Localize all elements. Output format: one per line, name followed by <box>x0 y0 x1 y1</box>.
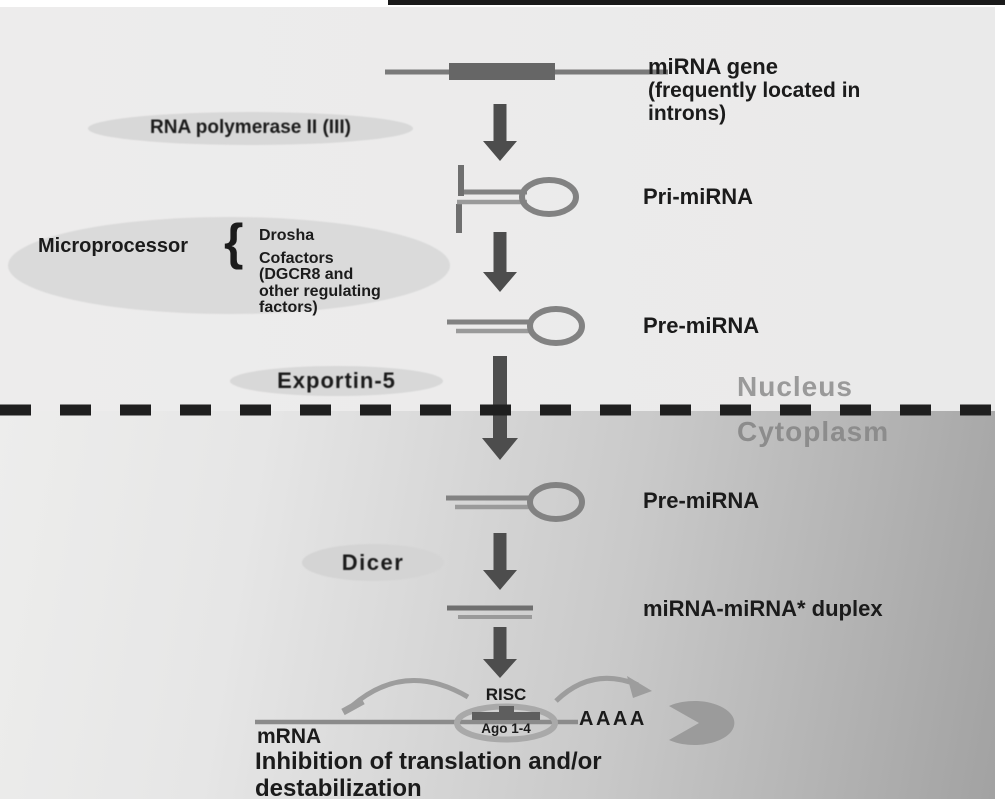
cytoplasm-compartment-background <box>0 411 995 799</box>
rna-polymerase-label: RNA polymerase II (III) <box>150 117 351 139</box>
top-border-bar <box>388 0 1005 5</box>
exportin-ellipse: Exportin-5 <box>230 366 443 396</box>
microprocessor-brace: { <box>224 214 244 270</box>
mirna-duplex-icon <box>447 605 533 619</box>
exonuclease-pacman-icon <box>669 701 735 746</box>
nucleus-compartment-label: Nucleus <box>737 371 853 402</box>
pri-mirna-hairpin-icon <box>456 165 579 233</box>
pre-mirna-cytoplasm-label: Pre-miRNA <box>643 488 760 513</box>
pri-mirna-label: Pri-miRNA <box>643 184 754 209</box>
destabilization-arc-icon <box>554 675 652 703</box>
mirna-gene-glyph-icon <box>385 63 668 80</box>
cofactors-label: Cofactors (DGCR8 and other regulating fa… <box>259 250 381 317</box>
pre-mirna-hairpin-nucleus-icon <box>447 306 585 346</box>
dicer-cleavage-arrow-icon <box>483 533 517 590</box>
outcome-label: Inhibition of translation and/or destabi… <box>255 748 602 803</box>
mirna-duplex-label: miRNA-miRNA* duplex <box>643 596 883 621</box>
drosha-label: Drosha <box>259 227 315 244</box>
risc-label: RISC <box>485 685 527 704</box>
rna-polymerase-ellipse: RNA polymerase II (III) <box>88 112 413 145</box>
microprocessor-label: Microprocessor <box>38 235 189 257</box>
poly-a-tail-label: AAAA <box>579 708 647 730</box>
cytoplasm-compartment-label: Cytoplasm <box>737 416 890 447</box>
dicer-ellipse: Dicer <box>302 544 444 581</box>
mirna-gene-title: miRNA gene <box>648 54 778 79</box>
microprocessor-ellipse <box>8 217 450 314</box>
mrna-label: mRNA <box>257 725 322 748</box>
ago-label: Ago 1-4 <box>481 721 531 736</box>
pre-mirna-hairpin-cytoplasm-icon <box>446 482 585 522</box>
exportin-label: Exportin-5 <box>277 368 396 394</box>
risc-complex-icon <box>454 703 558 743</box>
dicer-label: Dicer <box>341 549 405 575</box>
mirna-gene-subtitle: (frequently located in introns) <box>648 79 861 125</box>
risc-loading-arrow-icon <box>483 627 517 678</box>
transcription-arrow-icon <box>483 104 517 161</box>
pre-mirna-nucleus-label: Pre-miRNA <box>643 313 760 338</box>
translation-inhibition-arc-icon <box>341 678 470 716</box>
microprocessor-cleavage-arrow-icon <box>483 232 517 292</box>
